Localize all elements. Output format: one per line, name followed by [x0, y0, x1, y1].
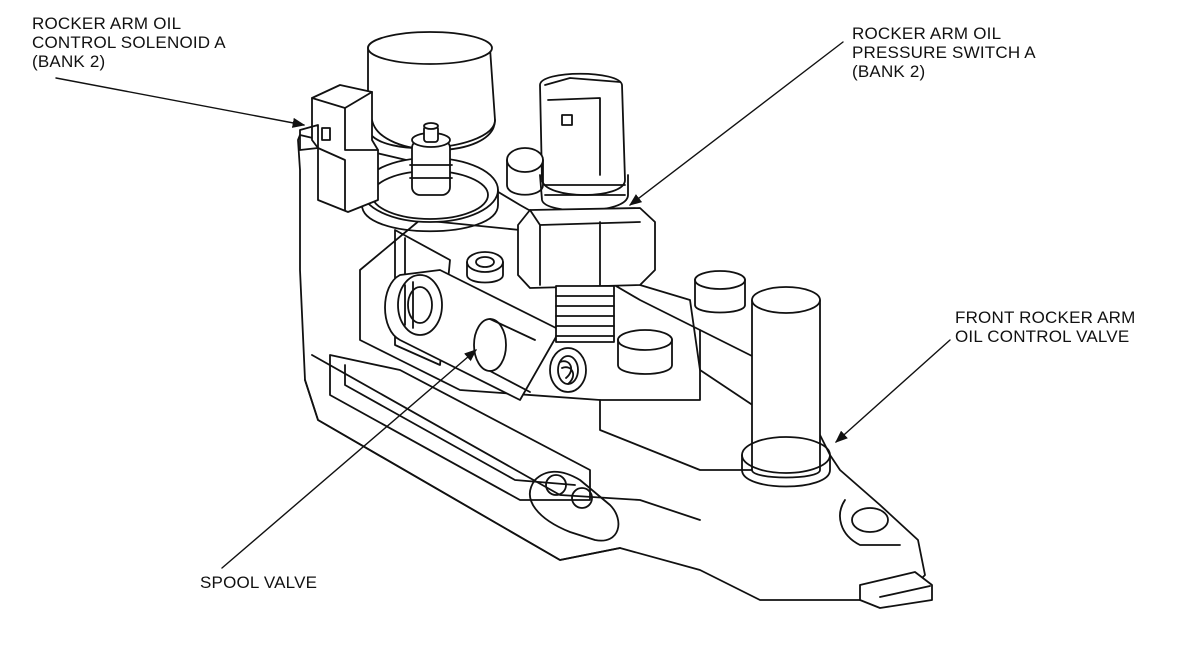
label-line: ROCKER ARM OIL	[852, 24, 1002, 43]
label-front-rocker-arm-oil-control-valve: FRONT ROCKER ARM OIL CONTROL VALVE	[955, 308, 1135, 346]
label-rocker-arm-oil-pressure-switch: ROCKER ARM OIL PRESSURE SWITCH A (BANK 2…	[852, 24, 1036, 81]
pressure-switch-body	[506, 72, 656, 343]
leader-front-valve	[835, 339, 951, 443]
valve-housing	[297, 134, 933, 609]
leader-spool-valve	[221, 349, 477, 569]
solenoid-body	[299, 31, 499, 366]
label-line: PRESSURE SWITCH A	[852, 43, 1036, 62]
label-line: FRONT ROCKER ARM	[955, 308, 1136, 327]
front-valve-tube	[617, 270, 831, 488]
label-line: (BANK 2)	[852, 62, 926, 81]
leader-pressure-switch	[628, 41, 844, 206]
label-rocker-arm-oil-control-solenoid: ROCKER ARM OIL CONTROL SOLENOID A (BANK …	[32, 14, 226, 71]
spool-valve-cylinder	[384, 251, 587, 401]
leader-lines	[55, 41, 951, 569]
label-line: CONTROL SOLENOID A	[32, 33, 226, 52]
label-line: (BANK 2)	[32, 52, 106, 71]
label-line: ROCKER ARM OIL	[32, 14, 182, 33]
label-line: OIL CONTROL VALVE	[955, 327, 1130, 346]
label-line: SPOOL VALVE	[200, 573, 318, 592]
leader-solenoid	[55, 77, 306, 128]
label-spool-valve: SPOOL VALVE	[200, 573, 317, 592]
